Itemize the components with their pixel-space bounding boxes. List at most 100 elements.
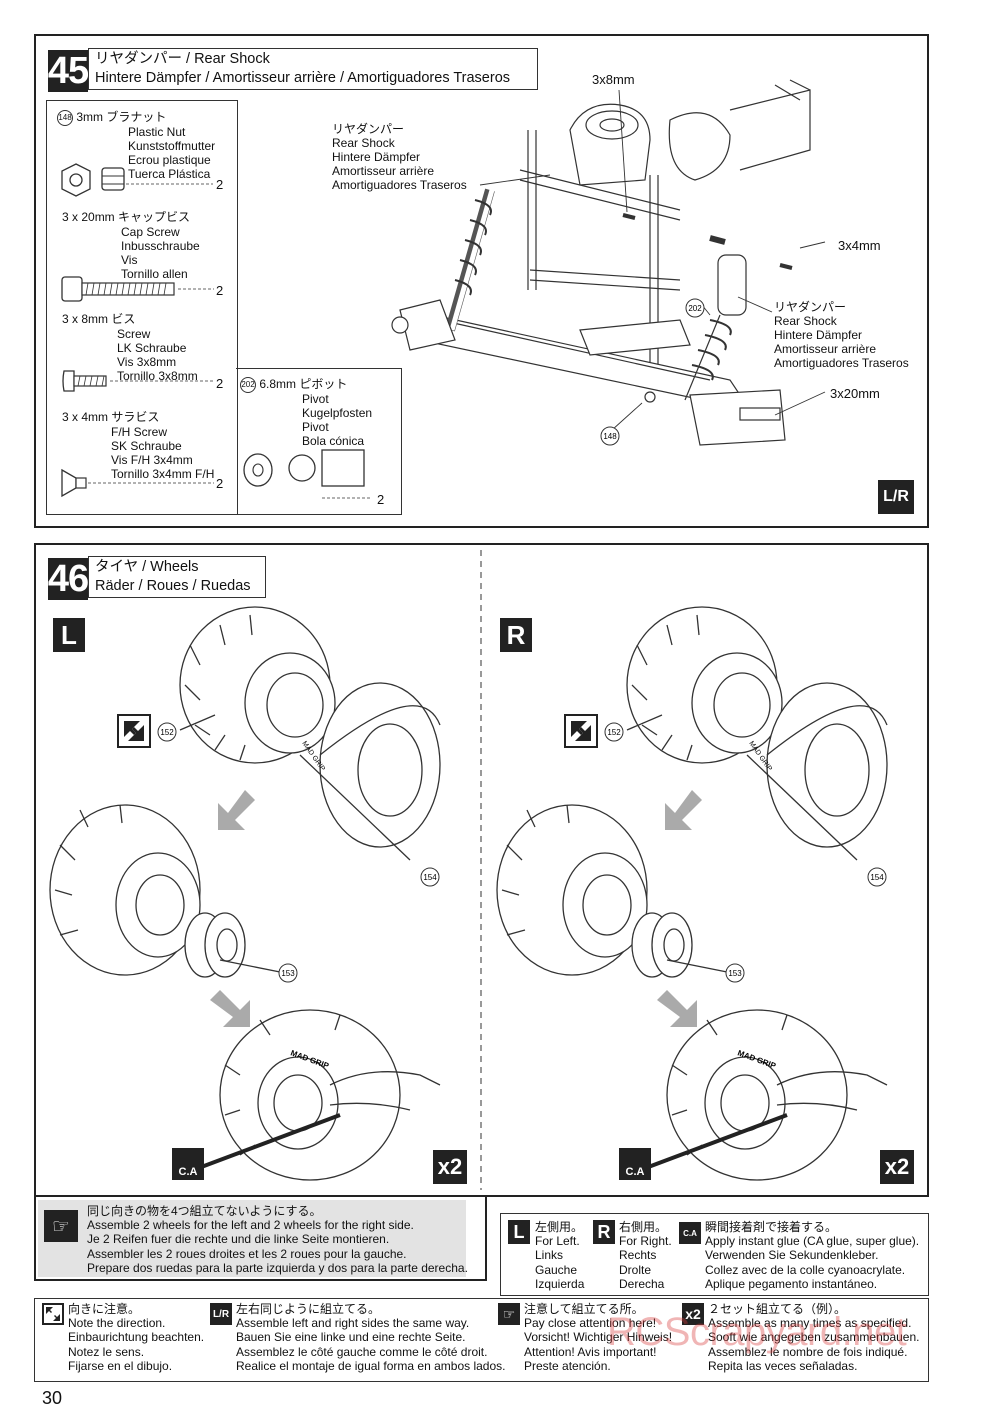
part-3x20-qty: 2 [216, 283, 224, 298]
legend-direction-de: Einbaurichtung beachten. [68, 1330, 205, 1345]
part-3x20-size: 3 x 20mm [62, 210, 115, 224]
part-3x4-name-de: SK Schraube [111, 439, 182, 453]
legend-x2-es: Repita las veces señaladas. [708, 1358, 858, 1373]
note46-line-de: Je 2 Reifen fuer die rechte und die link… [87, 1232, 390, 1247]
legend-right-de: Rechts [619, 1248, 657, 1263]
callout-3x8mm: 3x8mm [592, 72, 635, 87]
legend-ca-en: Apply instant glue (CA glue, super glue)… [705, 1234, 920, 1249]
part-202-name-es: Bola cónica [302, 434, 365, 448]
legend-ca-jp: 瞬間接着剤で接着する。 [705, 1220, 838, 1234]
part-3x20-jp: キャップビス [118, 210, 191, 224]
legend-left-en: For Left. [535, 1234, 580, 1249]
step46-note-bg [38, 1200, 466, 1277]
part-3x8-label: 3 x 8mm ビス [62, 312, 135, 326]
part-3x4-name-fr: Vis F/H 3x4mm [111, 453, 193, 467]
legend-right-es: Derecha [619, 1276, 665, 1291]
legend-direction-es: Fijarse en el dibujo. [68, 1358, 173, 1373]
legend-ca-es: Aplique pegamento instantáneo. [705, 1276, 878, 1291]
lr-badge-icon: L/R [878, 480, 914, 514]
legend-attention-en: Pay close attention here! [524, 1316, 657, 1331]
callout-shock-right-en: Rear Shock [774, 314, 837, 328]
step46-frame [34, 543, 929, 1197]
step46-number: 46 [47, 557, 89, 600]
part-148-names: Plastic Nut Kunststoffmutter Ecrou plast… [128, 125, 215, 181]
step45-parts-box-ext [236, 368, 402, 515]
legend-lr-fr: Assemblez le côté gauche comme le côté d… [236, 1344, 488, 1359]
callout-152-right: 152 [607, 728, 621, 737]
legend-ca-icon: C.A [679, 1222, 701, 1244]
legend-left-es: Izquierda [535, 1276, 585, 1291]
part-3x4-jp: サラビス [111, 410, 160, 424]
step45-title: リヤダンパー / Rear Shock Hintere Dämpfer / Am… [88, 48, 538, 90]
callout-shock-left-jp: リヤダンパー [332, 122, 405, 136]
legend-direction-icon [42, 1303, 64, 1325]
legend-direction-en: Note the direction. [68, 1316, 166, 1331]
part-3x4-label: 3 x 4mm サラビス [62, 410, 159, 424]
part-3x20-name-fr: Vis [121, 253, 138, 267]
part-3x4-name-es: Tornillo 3x4mm F/H [111, 467, 215, 481]
part-3x8-name-es: Tornillo 3x8mm [117, 369, 198, 383]
callout-148: 148 [603, 432, 617, 441]
part-3x4-size: 3 x 4mm [62, 410, 109, 424]
legend-x2-jp: ２セット組立てる（例）。 [708, 1302, 847, 1316]
part-202-id: 202 [240, 377, 256, 393]
note46-line-jp: 同じ向きの物を4つ組立てないようにする。 [87, 1204, 322, 1218]
part-148-jp: ブラナット [106, 110, 167, 125]
note46-line-fr: Assembler les 2 roues droites et les 2 r… [87, 1246, 407, 1261]
part-3x20-name-en: Cap Screw [121, 225, 180, 239]
part-3x20-name-es: Tornillo allen [121, 267, 188, 281]
cap-screw-icon [61, 276, 214, 302]
legend-left-de: Links [535, 1248, 564, 1263]
rear-chassis-illustration: 202 148 [391, 79, 826, 446]
step45-title-jp: リヤダンパー / Rear Shock [95, 51, 270, 67]
legend-attention-text: 注意して組立てる所。 Pay close attention here! Vor… [524, 1302, 672, 1373]
callout-shock-right-de: Hintere Dämpfer [774, 328, 863, 342]
part-3x4-names: F/H Screw SK Schraube Vis F/H 3x4mm Torn… [111, 425, 214, 481]
part-148-name-en: Plastic Nut [128, 125, 186, 139]
legend-x2-icon: x2 [682, 1303, 704, 1325]
wheel-assembly-right: 152 154 153 MAD GRIP MAD GRIP [496, 606, 888, 1181]
legend-ca-text: 瞬間接着剤で接着する。 Apply instant glue (CA glue,… [705, 1220, 919, 1291]
legend-lr-jp: 左右同じように組立てる。 [236, 1302, 381, 1316]
legend-lr-text: 左右同じように組立てる。 Assemble left and right sid… [236, 1302, 505, 1373]
legend-attention-jp: 注意して組立てる所。 [524, 1302, 644, 1316]
legend-attention-fr: Attention! Avis important! [524, 1344, 657, 1359]
callout-shock-right-fr: Amortisseur arrière [774, 342, 877, 356]
part-202-label: 202 6.8mm ピボット [240, 377, 347, 393]
callout-shock-right-jp: リヤダンパー [774, 300, 847, 314]
part-202-name-en: Pivot [302, 392, 329, 406]
part-148-name-de: Kunststoffmutter [128, 139, 216, 153]
legend-direction-fr: Notez le sens. [68, 1344, 145, 1359]
callout-152-left: 152 [160, 728, 174, 737]
legend-left-badge: L [508, 1220, 530, 1244]
part-3x8-names: Screw LK Schraube Vis 3x8mm Tornillo 3x8… [117, 327, 198, 383]
callout-shock-left: リヤダンパー Rear Shock Hintere Dämpfer Amorti… [332, 122, 467, 192]
step46-divider [480, 550, 482, 1190]
legend-right-jp: 右側用。 [619, 1220, 668, 1234]
part-3x20-label: 3 x 20mm キャップビス [62, 210, 190, 224]
callout-153-right: 153 [728, 969, 742, 978]
x2-badge-right: x2 [880, 1150, 914, 1184]
x2-badge-left: x2 [433, 1150, 467, 1184]
part-3x20-name-de: Inbusschraube [121, 239, 200, 253]
callout-shock-right-es: Amortiguadores Traseros [774, 356, 909, 370]
ca-glue-icon-left: C.A [172, 1148, 204, 1180]
legend-x2-en: Assemble as many times as specified. [708, 1316, 912, 1331]
part-3x4-qty: 2 [216, 476, 224, 491]
legend-lr-icon: L/R [210, 1303, 232, 1325]
callout-shock-left-es: Amortiguadores Traseros [332, 178, 467, 192]
callout-153-left: 153 [281, 969, 295, 978]
callout-154-left: 154 [423, 873, 437, 882]
part-3x8-name-en: Screw [117, 327, 151, 341]
step46-title-jp: タイヤ / Wheels [95, 559, 199, 575]
part-202-name-de: Kugelpfosten [302, 406, 373, 420]
part-3x8-name-de: LK Schraube [117, 341, 187, 355]
part-3x8-qty: 2 [216, 376, 224, 391]
callout-3x4mm: 3x4mm [838, 238, 881, 253]
step45-frame [34, 34, 929, 528]
legend-ca-de: Verwenden Sie Sekundenkleber. [705, 1248, 879, 1263]
step46-title-multi: Räder / Roues / Ruedas [95, 578, 251, 594]
part-148-name-fr: Ecrou plastique [128, 153, 211, 167]
legend-right-badge: R [593, 1220, 615, 1244]
step46-note-text: 同じ向きの物を4つ組立てないようにする。 Assemble 2 wheels f… [87, 1204, 468, 1275]
